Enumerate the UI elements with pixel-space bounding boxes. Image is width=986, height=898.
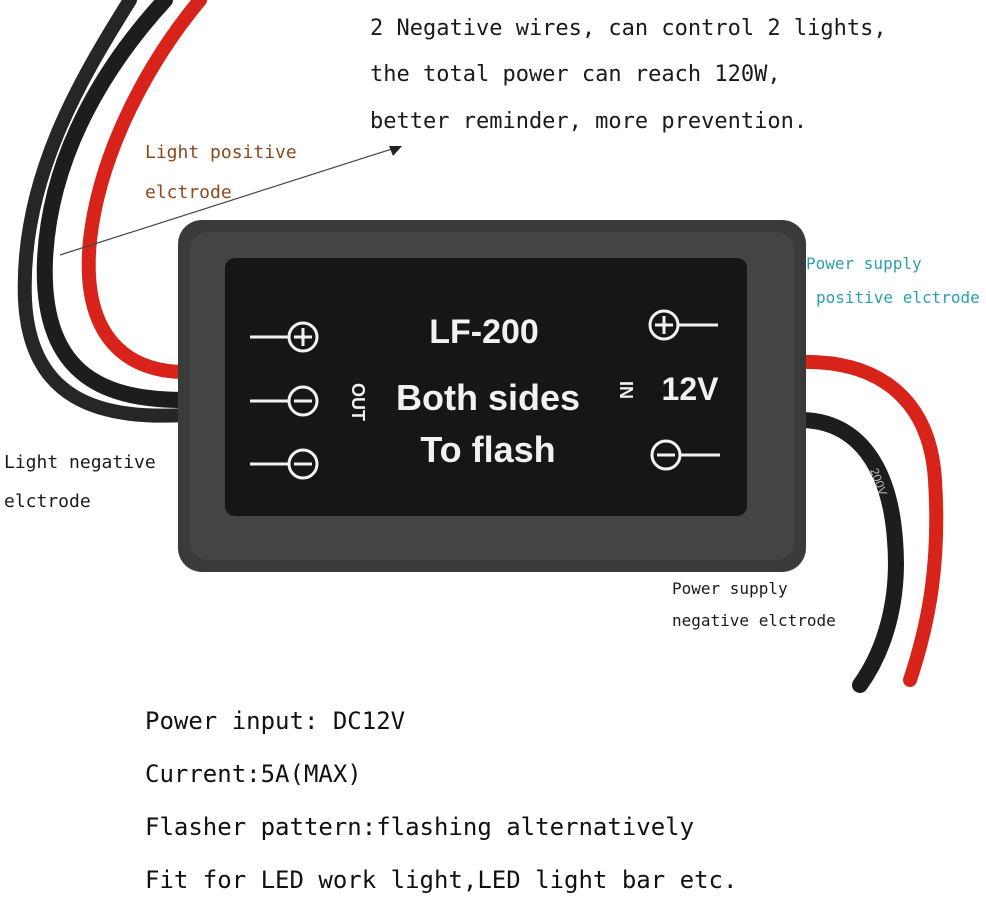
right-red-wire [793, 354, 944, 687]
right-black-wire [792, 412, 904, 693]
in-label: IN [616, 381, 636, 399]
power-negative-label-2: negative elctrode [672, 611, 836, 630]
power-positive-label-2: positive elctrode [816, 288, 980, 307]
out-minus-icon-2 [250, 448, 319, 480]
power-positive-label-1: Power supply [806, 254, 922, 273]
spec-current: Current:5A(MAX) [145, 760, 362, 788]
light-positive-label-2: elctrode [145, 182, 232, 203]
left-black-wire-2 [17, 0, 192, 423]
spec-power-input: Power input: DC12V [145, 707, 406, 735]
in-plus-icon [648, 309, 718, 341]
power-negative-label-1: Power supply [672, 579, 788, 598]
device-line2: To flash [420, 429, 555, 470]
leader-arrowhead [389, 146, 402, 156]
intro-line-1: 2 Negative wires, can control 2 lights, [370, 16, 887, 41]
light-positive-label-1: Light positive [145, 142, 297, 163]
voltage-label: 12V [662, 371, 720, 407]
spec-fit: Fit for LED work light,LED light bar etc… [145, 866, 738, 894]
leader-arrow-line [59, 147, 396, 256]
module-panel [225, 258, 747, 516]
in-minus-icon [650, 439, 720, 471]
intro-line-3: better reminder, more prevention. [370, 109, 808, 134]
light-negative-label-2: elctrode [4, 491, 91, 512]
model-label: LF-200 [429, 313, 539, 351]
left-black-wire [36, 0, 193, 408]
spec-pattern: Flasher pattern:flashing alternatively [145, 813, 695, 841]
out-label: OUT [348, 383, 368, 421]
device-line1: Both sides [396, 377, 580, 418]
intro-line-2: the total power can reach 120W, [370, 62, 781, 87]
left-red-wire [81, 0, 207, 379]
out-plus-icon [250, 321, 319, 353]
out-minus-icon-1 [250, 385, 319, 417]
light-negative-label-1: Light negative [4, 452, 156, 473]
